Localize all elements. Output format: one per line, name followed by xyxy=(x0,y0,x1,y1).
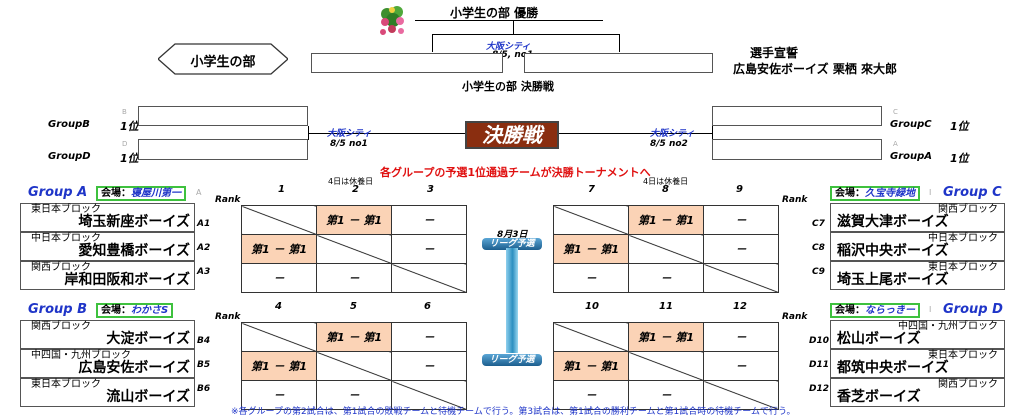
rest-day-left: 4日は休養日 xyxy=(328,177,374,186)
match-cell: 第1 － 第1 xyxy=(553,351,629,381)
footnote: ※各グループの第2試合は、第1試合の敗戦チームと待機チームで行う。第3試合は、第… xyxy=(231,407,796,417)
semi-right-venue: 大阪シティ xyxy=(650,129,695,139)
team-a3: 関西ブロック岸和田阪和ボーイズ xyxy=(20,261,195,290)
group-d-venue: 会場：ならっきー xyxy=(830,303,920,318)
team-c8: 中日本ブロック稲沢中央ボーイズ xyxy=(830,232,1005,261)
group-c-matrix: 第1 － 第1－ 第1 － 第1－ －－ xyxy=(553,205,779,293)
seed-c-group: GroupC xyxy=(890,119,932,130)
semi-right-slot-bottom xyxy=(712,139,882,160)
semi-left-venue: 大阪シティ xyxy=(327,129,372,139)
final-venue: 大阪シティ xyxy=(486,42,531,52)
seed-b-group: GroupB xyxy=(48,119,90,130)
team-b5: 中四国・九州ブロック広島安佐ボーイズ xyxy=(20,349,195,378)
oath-heading: 選手宣誓 xyxy=(750,46,799,60)
seed-d-pos: 1位 xyxy=(120,152,139,165)
semi-right-slot-top xyxy=(712,106,882,126)
seed-d-group: GroupD xyxy=(48,151,91,162)
group-d-title: Group D xyxy=(943,302,1003,317)
advance-notice: 各グループの予選1位通過チームが決勝トーナメントへ xyxy=(380,166,651,179)
team-d11: 東日本ブロック都筑中央ボーイズ xyxy=(830,349,1005,378)
group-a-matrix: 第1 － 第1－ 第1 － 第1－ －－ xyxy=(241,205,467,293)
team-c7: 関西ブロック滋賀大津ボーイズ xyxy=(830,203,1005,232)
group-a-venue: 会場：寝屋川第一 xyxy=(96,186,186,201)
league-badge-top: リーグ予選 xyxy=(482,238,542,250)
team-b6: 東日本ブロック流山ボーイズ xyxy=(20,378,195,407)
final-slot-left xyxy=(311,53,503,73)
team-d12: 関西ブロック香芝ボーイズ xyxy=(830,378,1005,407)
team-b4: 関西ブロック大淀ボーイズ xyxy=(20,320,195,349)
league-date: 8月3日 xyxy=(497,230,528,240)
match-cell: 第1 － 第1 xyxy=(628,322,704,352)
match-cell: 第1 － 第1 xyxy=(316,322,392,352)
semi-left-slot-top xyxy=(138,106,308,126)
winner-line xyxy=(415,20,603,21)
trophy-bouquet-icon xyxy=(373,2,413,38)
team-d10: 中四国・九州ブロック松山ボーイズ xyxy=(830,320,1005,349)
final-label: 小学生の部 決勝戦 xyxy=(462,80,554,93)
match-cell: 第1 － 第1 xyxy=(628,205,704,235)
match-cell: 第1 － 第1 xyxy=(316,205,392,235)
final-tournament-label: 決勝戦 xyxy=(465,121,559,149)
section-badge: 小学生の部 xyxy=(157,42,289,76)
seed-a-group: GroupA xyxy=(890,151,933,162)
group-c-venue: 会場：久宝寺緑地 xyxy=(830,186,920,201)
seed-a-pos: 1位 xyxy=(950,152,969,165)
winner-title: 小学生の部 優勝 xyxy=(450,6,539,20)
group-c-title: Group C xyxy=(943,185,1002,200)
final-date: 8/5, no1 xyxy=(492,50,534,60)
match-cell: 第1 － 第1 xyxy=(241,234,317,264)
semi-right-date: 8/5 no2 xyxy=(650,139,688,149)
semi-left-slot-bottom xyxy=(138,139,308,160)
team-a1: 東日本ブロック埼玉新座ボーイズ xyxy=(20,203,195,232)
group-d-matrix: 第1 － 第1－ 第1 － 第1－ －－ xyxy=(553,322,779,410)
team-c9: 東日本ブロック埼玉上尾ボーイズ xyxy=(830,261,1005,290)
group-b-venue: 会場：わかさS xyxy=(96,303,174,318)
group-b-title: Group B xyxy=(28,302,88,317)
seed-b-pos: 1位 xyxy=(120,120,139,133)
final-slot-right xyxy=(524,53,713,73)
semi-left-date: 8/5 no1 xyxy=(330,139,368,149)
match-cell: 第1 － 第1 xyxy=(553,234,629,264)
group-b-matrix: 第1 － 第1－ 第1 － 第1－ －－ xyxy=(241,322,467,410)
group-a-title: Group A xyxy=(28,185,88,200)
match-cell: 第1 － 第1 xyxy=(241,351,317,381)
team-a2: 中日本ブロック愛知豊橋ボーイズ xyxy=(20,232,195,261)
rest-day-right: 4日は休養日 xyxy=(643,177,689,186)
seed-c-pos: 1位 xyxy=(950,120,969,133)
oath-name: 広島安佐ボーイズ 栗栖 來大郎 xyxy=(733,62,897,76)
league-badge-bottom: リーグ予選 xyxy=(482,354,542,366)
league-connector xyxy=(506,248,518,353)
